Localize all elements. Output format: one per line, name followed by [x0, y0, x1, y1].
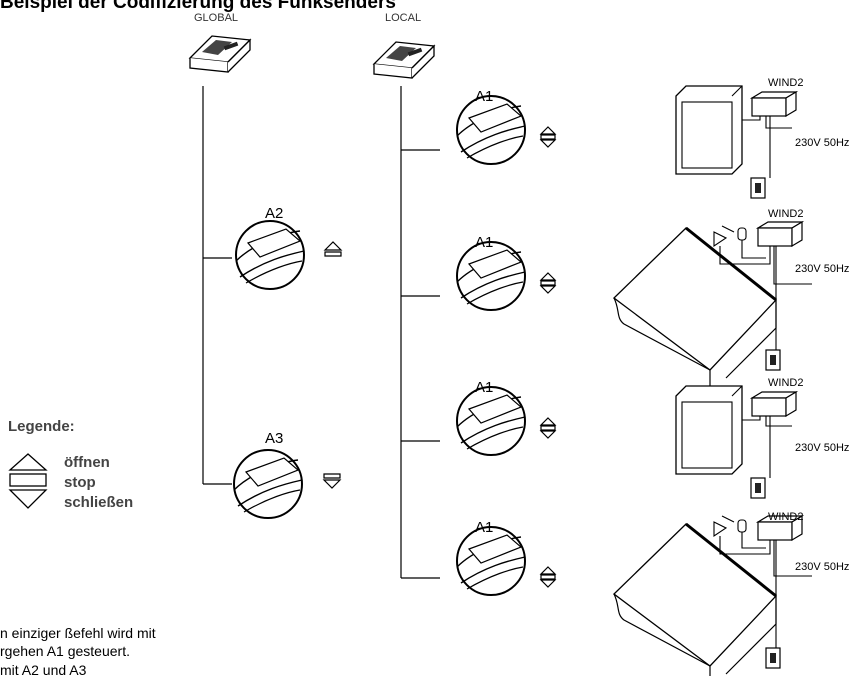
- roller-shutter-icon: [675, 85, 743, 175]
- sensor-label: WIND2: [768, 208, 804, 220]
- note-line-3: mit A2 und A3: [0, 662, 87, 678]
- local-transmitter-icon: [373, 41, 435, 79]
- wall-switch-icon: [765, 349, 781, 371]
- note-line-2: rgehen A1 gesteuert.: [0, 643, 130, 659]
- global-transmitter-icon: [189, 35, 251, 73]
- dial-a1-icon: [456, 526, 526, 596]
- close-symbol-icon: [322, 473, 342, 489]
- dial-a3-icon: [233, 449, 303, 519]
- legend-item-stop: stop: [64, 474, 96, 491]
- power-label: 230V 50Hz: [795, 561, 850, 573]
- dial-a2-icon: [235, 220, 305, 290]
- power-label: 230V 50Hz: [795, 137, 850, 149]
- anemometer-icon: [713, 225, 735, 248]
- wind-control-icon: [757, 221, 803, 247]
- local-label: LOCAL: [385, 12, 422, 24]
- legend-item-open: öffnen: [64, 454, 110, 471]
- legend-heading: Legende:: [8, 418, 75, 435]
- switch-label-a1: A1: [475, 234, 494, 251]
- wall-switch-icon: [765, 647, 781, 669]
- switch-label-a1: A1: [475, 519, 494, 536]
- note-line-1: n einziger ßefehl wird mit: [0, 625, 156, 641]
- rain-sensor-icon: [737, 227, 747, 241]
- wind-control-icon: [751, 91, 797, 117]
- open-stop-close-icon: [540, 272, 556, 294]
- sensor-label: WIND2: [768, 377, 804, 389]
- diagram-title: Beispiel der Codifizierung des Funksende…: [0, 0, 396, 13]
- sensor-label: WIND2: [768, 77, 804, 89]
- switch-label-a1: A1: [475, 379, 494, 396]
- power-label: 230V 50Hz: [795, 263, 850, 275]
- switch-label-a1: A1: [475, 88, 494, 105]
- anemometer-icon: [713, 515, 735, 538]
- legend-close-icon: [8, 489, 48, 509]
- wall-switch-icon: [750, 477, 766, 499]
- sensor-label: WIND2: [768, 511, 804, 523]
- open-stop-close-icon: [540, 126, 556, 148]
- wind-control-icon: [751, 391, 797, 417]
- awning-icon: [612, 226, 778, 400]
- dial-a1-icon: [456, 241, 526, 311]
- dial-a1-icon: [456, 95, 526, 165]
- open-stop-close-icon: [540, 417, 556, 439]
- switch-label-a3: A3: [265, 430, 284, 447]
- switch-label-a2: A2: [265, 205, 284, 222]
- awning-icon: [612, 522, 778, 676]
- legend-stop-icon: [9, 473, 47, 487]
- open-symbol-icon: [323, 241, 343, 257]
- open-stop-close-icon: [540, 566, 556, 588]
- roller-shutter-icon: [675, 385, 743, 475]
- wall-switch-icon: [750, 177, 766, 199]
- power-label: 230V 50Hz: [795, 442, 850, 454]
- legend-open-icon: [8, 453, 48, 471]
- dial-a1-icon: [456, 386, 526, 456]
- legend-item-close: schließen: [64, 494, 134, 511]
- rain-sensor-icon: [737, 519, 747, 533]
- global-label: GLOBAL: [194, 12, 239, 24]
